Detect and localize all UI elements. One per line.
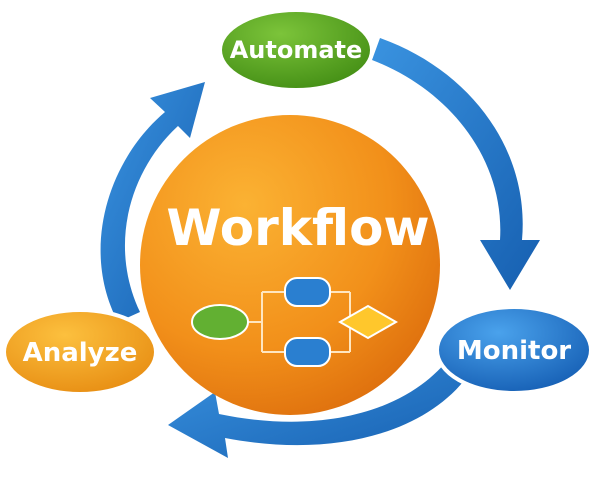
analyze-node: Analyze	[2, 308, 158, 396]
flow-start-node	[191, 304, 249, 340]
center-title: Workflow	[166, 199, 429, 257]
monitor-node: Monitor	[435, 305, 593, 395]
flowchart-icon	[191, 277, 399, 367]
analyze-label: Analyze	[23, 338, 138, 368]
automate-node: Automate	[218, 8, 374, 92]
arrow-monitor-to-analyze	[168, 350, 478, 458]
flow-decision-diamond	[337, 304, 399, 340]
arrow-automate-to-monitor	[372, 38, 540, 290]
flow-process-bottom	[284, 337, 331, 367]
monitor-label: Monitor	[457, 336, 571, 366]
flow-process-top	[284, 277, 331, 307]
automate-label: Automate	[230, 36, 363, 64]
cycle-arrows	[100, 38, 540, 458]
center-circle	[140, 115, 440, 415]
arrow-analyze-to-automate	[100, 82, 205, 322]
